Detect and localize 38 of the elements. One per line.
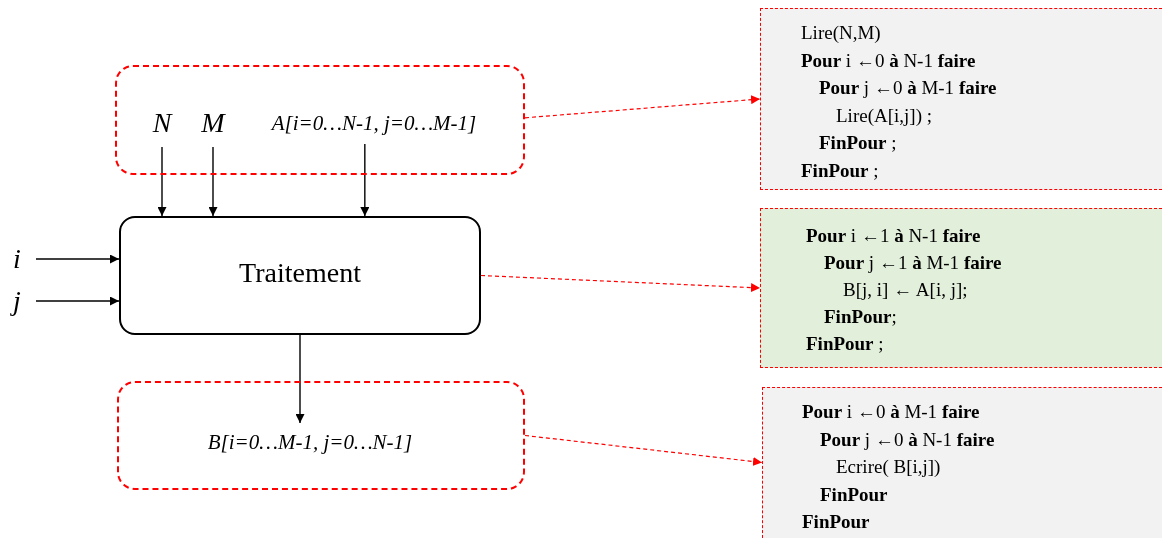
arrow	[360, 143, 370, 217]
code-line: Pour i ←1 à N-1 faire	[806, 226, 981, 245]
code-line: FinPour ;	[806, 334, 884, 353]
code-line: FinPour	[820, 484, 888, 504]
variable-label: N	[147, 107, 177, 139]
arrow	[157, 146, 167, 217]
code-line: FinPour;	[824, 307, 897, 326]
code-line: B[j, i] ← A[i, j];	[843, 280, 968, 299]
dashed-group-box	[115, 65, 525, 175]
code-line: Pour j ←0 à M-1 faire	[819, 78, 997, 97]
pseudocode-box	[762, 387, 1162, 538]
variable-label: B[i=0…M-1, j=0…N-1]	[175, 429, 445, 455]
code-line: Pour j ←1 à M-1 faire	[824, 253, 1002, 272]
pseudocode-box	[760, 8, 1162, 190]
process-box	[119, 216, 481, 335]
variable-label: A[i=0…N-1, j=0…M-1]	[243, 110, 505, 136]
code-line: Pour i ←0 à N-1 faire	[801, 50, 976, 70]
code-line: Lire(N,M)	[801, 23, 881, 42]
process-label: Traitement	[239, 256, 361, 289]
arrow	[35, 296, 120, 306]
dashed-arrow	[480, 274, 761, 293]
arrow	[35, 254, 120, 264]
code-line: Lire(A[i,j]) ;	[836, 105, 932, 125]
code-line: Pour i ←0 à M-1 faire	[802, 402, 980, 421]
code-line: FinPour	[802, 512, 870, 531]
code-line: Pour j ←0 à N-1 faire	[820, 429, 995, 449]
arrow	[295, 334, 305, 424]
code-line: Ecrire( B[i,j])	[836, 457, 941, 476]
arrow	[208, 146, 218, 217]
code-line: FinPour ;	[819, 133, 897, 152]
dashed-group-box	[117, 381, 525, 490]
dashed-arrow	[524, 434, 763, 466]
pseudocode-box	[760, 208, 1162, 368]
code-line: FinPour ;	[801, 160, 879, 180]
variable-label: i	[6, 244, 28, 274]
variable-label: M	[196, 107, 230, 139]
variable-label: j	[6, 286, 28, 316]
dashed-arrow	[524, 95, 761, 119]
